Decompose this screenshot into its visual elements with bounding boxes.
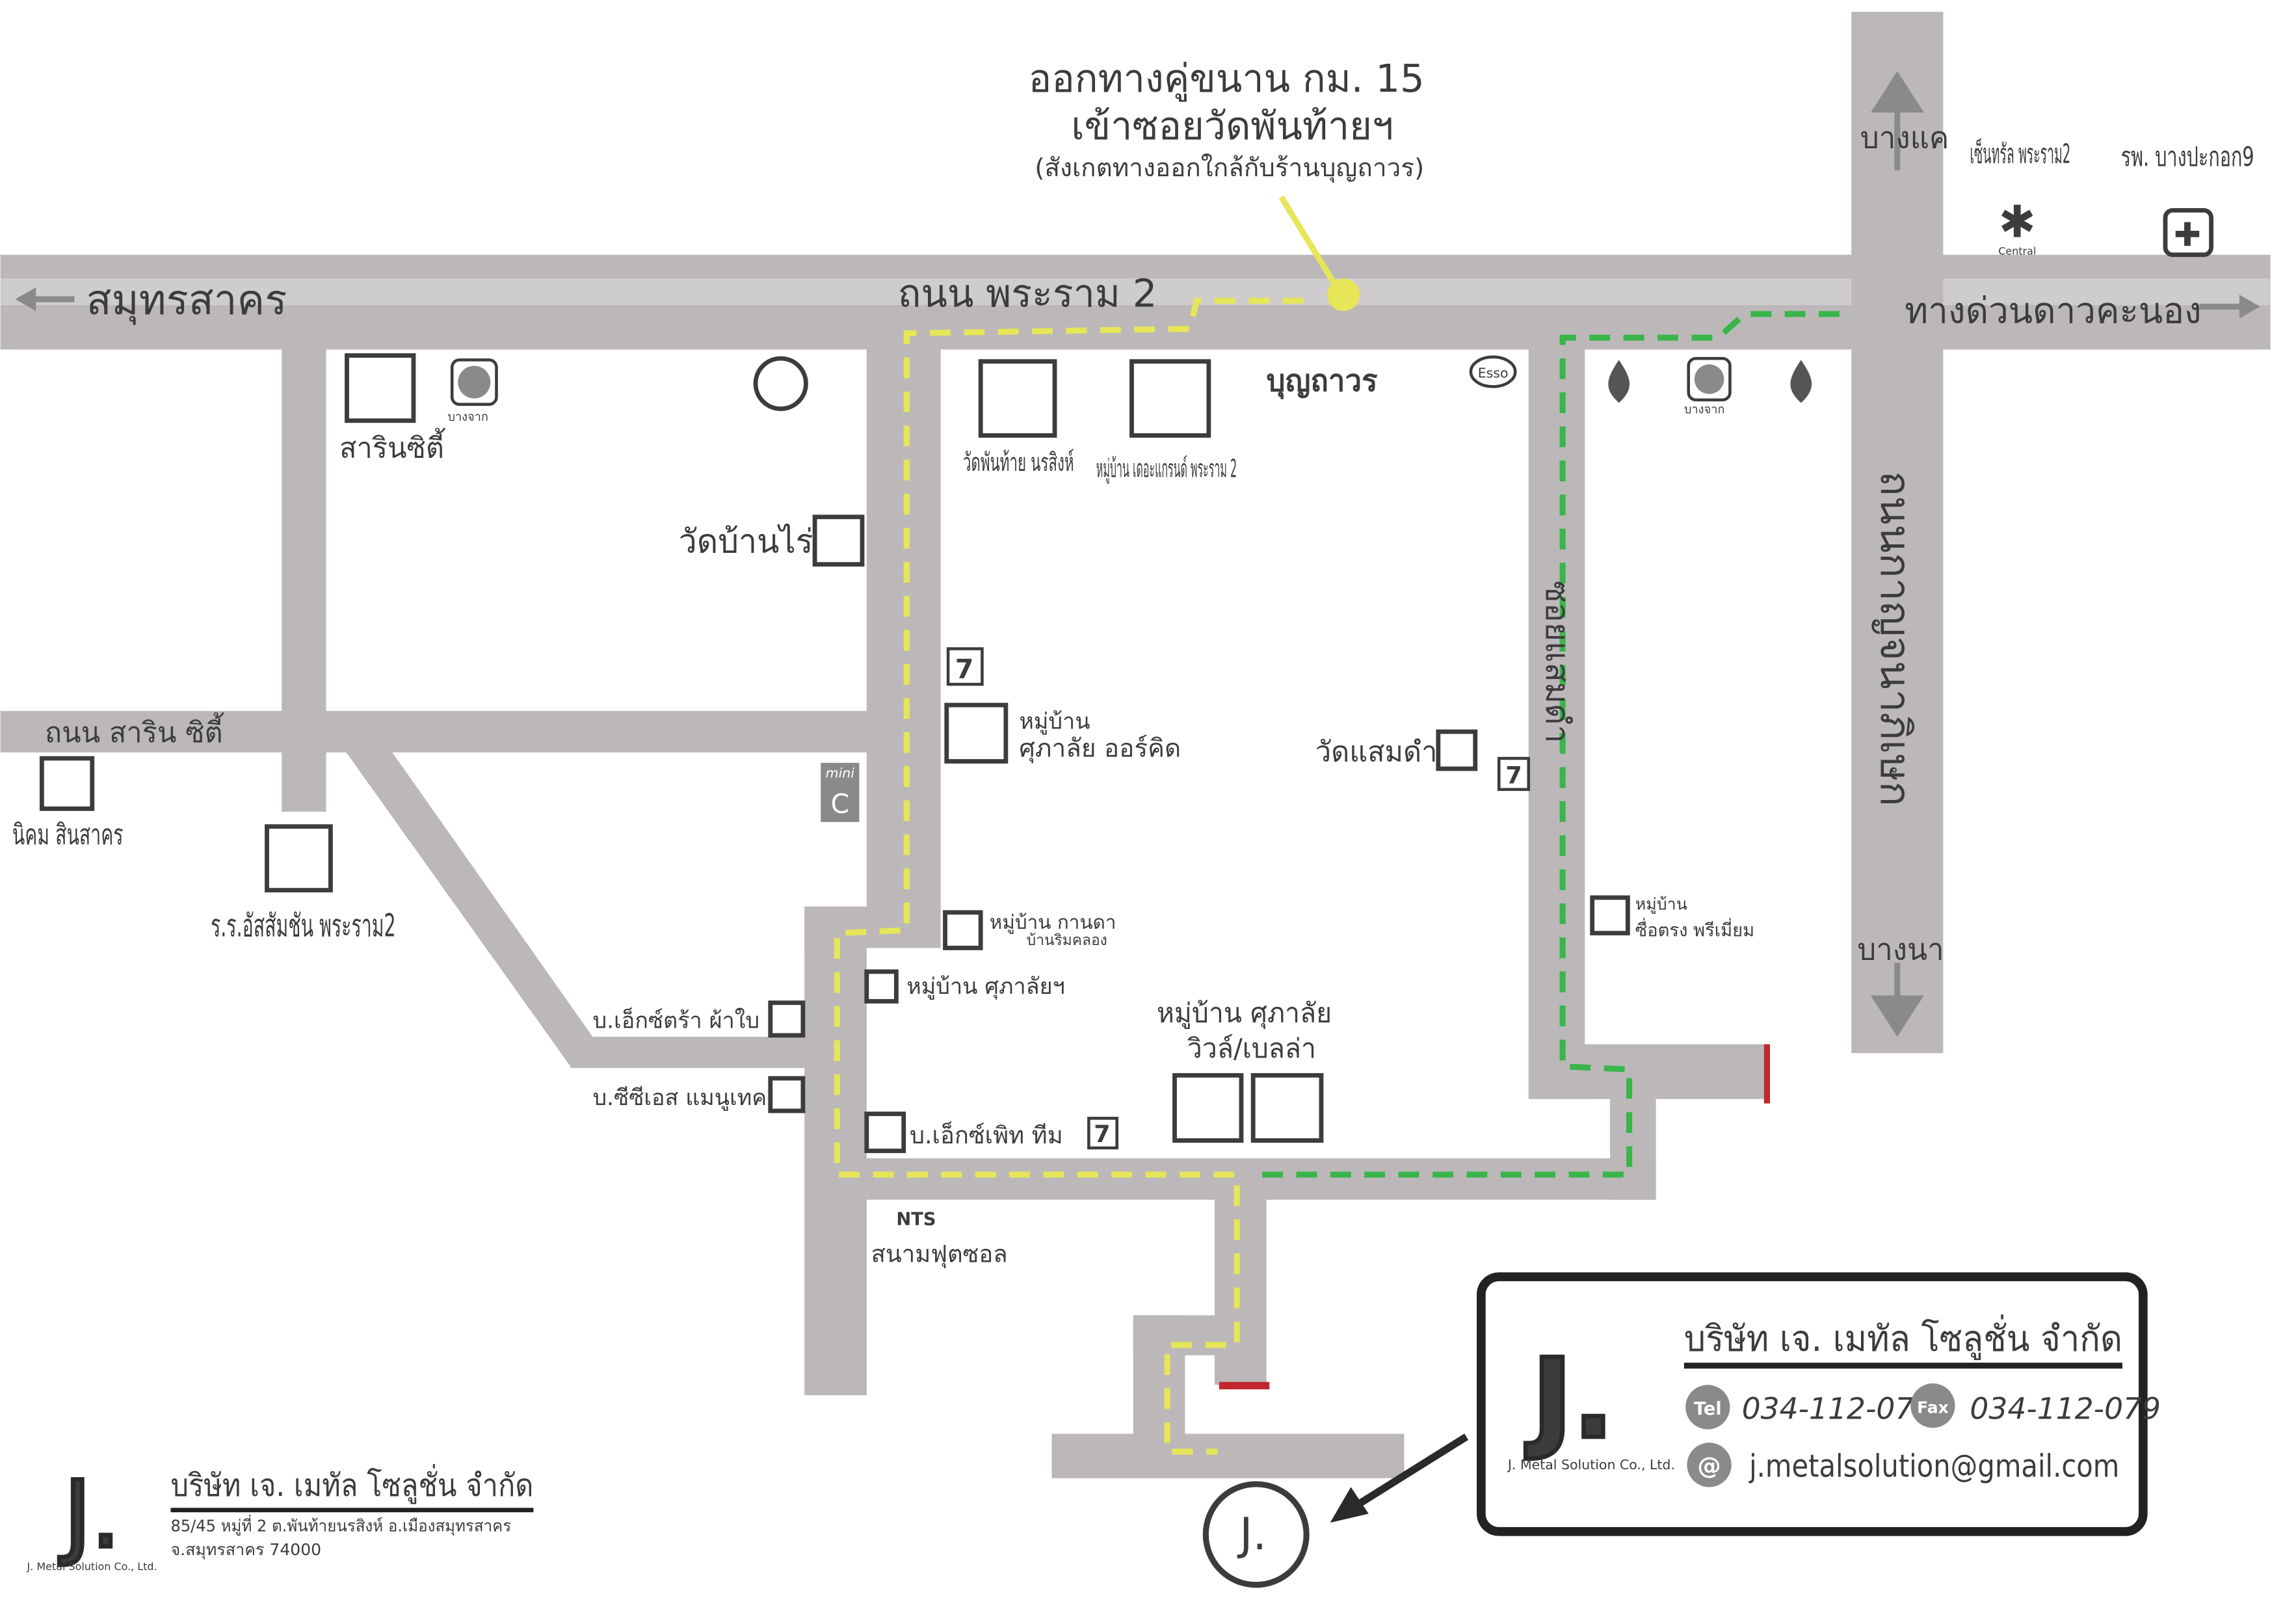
landmark-label: สารินซิตี้	[339, 428, 445, 465]
svg-text:บางจาก: บางจาก	[447, 410, 488, 424]
road-label: ถนน สาริน ซิตี้	[45, 712, 224, 749]
company-location-marker: J.	[1202, 1481, 1310, 1588]
landmark-label: หมู่บ้าน กานดา	[990, 911, 1116, 934]
svg-text:C: C	[831, 788, 850, 820]
ptt-drop-icon	[1790, 360, 1812, 403]
svg-text:Central: Central	[1998, 245, 2036, 258]
landmark-label: ศุภาลัย ออร์คิด	[1019, 734, 1181, 764]
diagonal-road	[326, 725, 593, 1067]
company-logo: J.	[59, 1462, 121, 1569]
bangchak-icon: บางจาก	[1684, 356, 1732, 416]
landmark-label: บ.ซีซีเอส แมนูเทค	[593, 1085, 767, 1111]
fax-icon: Fax	[1917, 1398, 1949, 1417]
svg-text:Esso: Esso	[1478, 366, 1509, 381]
landmark-label: หมู่บ้าน ศุภาลัย	[1157, 997, 1332, 1029]
kanchanaphisek-road	[1851, 12, 1944, 1054]
ptt-drop-icon	[1608, 360, 1630, 403]
business-card: J. J. Metal Solution Co., Ltd. บริษัท เจ…	[1477, 1272, 2161, 1536]
landmark-label: ซื่อตรง พรีเมี่ยม	[1635, 918, 1754, 940]
landmark-label: บ้านริมคลอง	[1027, 932, 1107, 949]
directions-line1: ออกทางคู่ขนาน กม. 15	[1029, 56, 1425, 102]
svg-text:J.: J.	[1237, 1509, 1267, 1560]
landmark-label: รพ. บางปะกอก9	[2121, 141, 2254, 172]
directions-line3: (สังเกตทางออกใกล้กับร้านบุญถาวร)	[1035, 153, 1424, 183]
road-label: สมุทรสาคร	[86, 276, 287, 325]
road-label: ทางด่วนดาวคะนอง	[1905, 289, 2202, 331]
directions-line2: เข้าซอยวัดพันท้ายฯ	[1071, 103, 1393, 148]
bank-icon	[753, 356, 808, 411]
end-marker	[1763, 1044, 1770, 1104]
arrow-down-icon	[1870, 963, 1924, 1037]
svg-text:✱: ✱	[1999, 196, 2036, 248]
landmark-label: สนามฟุตซอล	[871, 1240, 1008, 1268]
road-label: ถนน พระราม 2	[898, 271, 1157, 315]
landmark-label: หมู่บ้าน	[1019, 708, 1090, 734]
landmark-label: นิคม สินสาคร	[12, 819, 124, 851]
svg-text:✚: ✚	[2174, 215, 2201, 254]
landmark-label: วัดบ้านไร่	[679, 522, 813, 560]
boonthavorn-logo: บุญถาวร	[1267, 364, 1378, 399]
landmark-label: วัดพันท้าย นรสิงห์	[963, 448, 1074, 477]
email-icon: @	[1697, 1452, 1721, 1480]
company-name-en: J. Metal Solution Co., Ltd.	[1507, 1457, 1675, 1473]
email-address: j.metalsolution@gmail.com	[1748, 1448, 2119, 1484]
company-name-th: บริษัท เจ. เมทัล โซลูชั่น จำกัด	[170, 1464, 533, 1504]
seven-eleven-icon: 7	[1087, 1117, 1118, 1150]
road-label: บางแค	[1860, 121, 1949, 155]
company-name-en: J. Metal Solution Co., Ltd.	[27, 1560, 157, 1573]
tel-icon: Tel	[1694, 1399, 1722, 1419]
company-footer: J. J. Metal Solution Co., Ltd. บริษัท เจ…	[27, 1460, 534, 1573]
tel-number: 034-112-078	[1742, 1392, 1933, 1426]
exit-point	[1327, 278, 1360, 312]
landmark-label: หมู่บ้าน ศุภาลัยฯ	[906, 974, 1065, 1000]
roads	[0, 12, 2271, 1478]
fax-number: 034-112-079	[1970, 1392, 2161, 1426]
company-address-line1: 85/45 หมู่ที่ 2 ต.พันท้ายนรสิงห์ อ.เมือง…	[170, 1515, 511, 1536]
company-name-th: บริษัท เจ. เมทัล โซลูชั่น จำกัด	[1684, 1314, 2122, 1360]
landmark-label: บ.เอ็กซ์ตร้า ผ้าใบ	[593, 1006, 760, 1033]
esso-icon: Esso	[1469, 355, 1517, 388]
arrow-left-icon	[15, 287, 75, 312]
route-yellow	[834, 297, 1304, 1455]
nts-logo: NTS	[896, 1209, 936, 1229]
route-green	[1259, 311, 1840, 1178]
arrow-up-icon	[1870, 71, 1924, 170]
svg-text:7: 7	[1094, 1120, 1110, 1148]
sarin-city-road	[0, 711, 867, 753]
end-marker	[1219, 1381, 1270, 1390]
svg-text:7: 7	[955, 654, 974, 685]
company-logo: J.	[1525, 1335, 1615, 1463]
landmark-label: วิวล์/เบลล่า	[1187, 1033, 1316, 1064]
landmark-label: เซ็นทรัล พระราม2	[1970, 139, 2070, 170]
company-address-line2: จ.สมุทรสาคร 74000	[170, 1540, 321, 1560]
seven-eleven-icon: 7	[946, 647, 984, 686]
svg-text:mini: mini	[826, 766, 855, 781]
seven-eleven-icon: 7	[1497, 756, 1531, 792]
landmark-label: ร.ร.อัสสัมชัน พระราม2	[211, 908, 396, 944]
landmark-label: หมู่บ้าน	[1635, 894, 1687, 914]
pointer-arrow-icon	[1330, 1433, 1469, 1523]
svg-text:7: 7	[1505, 762, 1522, 790]
bangchak-icon: บางจาก	[447, 358, 498, 424]
bottom-road	[866, 1158, 1656, 1200]
landmark-label: บ.เอ็กซ์เพิท ทีม	[910, 1121, 1063, 1149]
soi-samae-dam-road	[1528, 340, 1585, 1099]
road-label: ซอยแสมดำ	[1538, 581, 1577, 743]
road-label: ถนนกาญจนาภิเษก	[1871, 471, 1919, 806]
hospital-icon: ✚	[2163, 207, 2214, 258]
arrow-right-icon	[2199, 295, 2260, 319]
central-logo-icon: ✱Central	[1998, 196, 2036, 257]
svg-text:บางจาก: บางจาก	[1684, 403, 1725, 416]
road-label: บางนา	[1857, 933, 1944, 967]
landmark-label: หมู่บ้าน เดอะแกรนด์ พระราม 2	[1096, 454, 1237, 483]
landmark-label: วัดแสมดำ	[1315, 736, 1438, 769]
